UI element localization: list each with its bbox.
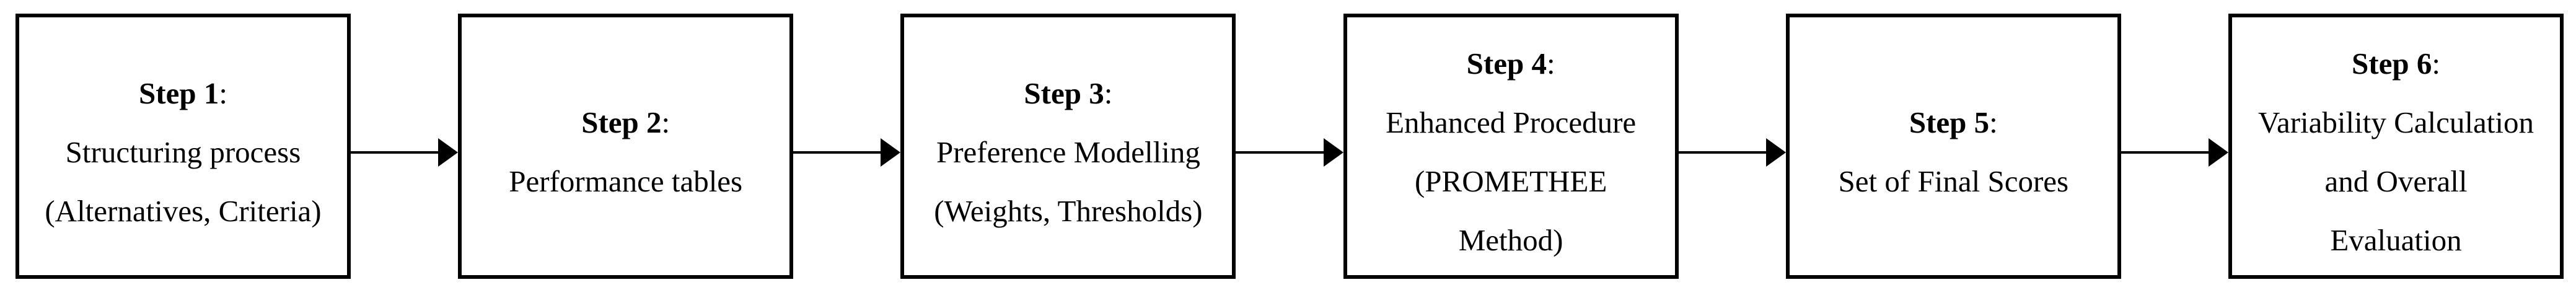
step-4-box: Step 4: Enhanced Procedure (PROMETHEE Me… [1343, 14, 1679, 279]
step-2-label: Step 2 [581, 105, 662, 139]
step-2-colon: : [661, 105, 670, 139]
step-4-text: Step 4: Enhanced Procedure (PROMETHEE Me… [1386, 34, 1636, 270]
step-5-box: Step 5: Set of Final Scores [1785, 14, 2121, 279]
step-1-line-2: (Alternatives, Criteria) [45, 193, 322, 228]
step-4-title: Step 4: [1386, 34, 1636, 93]
step-3-line-1: Preference Modelling [936, 134, 1200, 169]
step-5-title: Step 5: [1839, 93, 2069, 152]
step-1-title: Step 1: [45, 64, 321, 123]
step-3-box: Step 3: Preference Modelling (Weights, T… [900, 14, 1236, 279]
step-2-text: Step 2: Performance tables [509, 93, 742, 211]
arrow-head-icon [881, 138, 901, 167]
step-1-text: Step 1: Structuring process (Alternative… [45, 64, 321, 240]
step-6-line-2: and Overall [2324, 164, 2468, 198]
step-6-colon: : [2432, 46, 2440, 81]
arrow-step-4-to-5 [1678, 20, 1786, 285]
step-5-colon: : [1989, 105, 1998, 139]
step-4-line-3: Method) [1458, 223, 1563, 257]
arrow-head-icon [1323, 138, 1343, 167]
step-1-label: Step 1 [139, 76, 219, 110]
step-2-title: Step 2: [509, 93, 742, 152]
step-3-text: Step 3: Preference Modelling (Weights, T… [934, 64, 1202, 240]
step-3-label: Step 3 [1024, 76, 1104, 110]
step-6-title: Step 6: [2258, 34, 2534, 93]
step-3-colon: : [1104, 76, 1113, 110]
step-6-box: Step 6: Variability Calculation and Over… [2228, 14, 2564, 279]
step-4-line-2: (PROMETHEE [1414, 164, 1607, 198]
step-3-title: Step 3: [934, 64, 1202, 123]
step-6-label: Step 6 [2352, 46, 2432, 81]
arrow-step-3-to-4 [1236, 20, 1343, 285]
step-1-colon: : [219, 76, 227, 110]
arrow-step-1-to-2 [351, 20, 459, 285]
arrow-head-icon [438, 138, 459, 167]
arrow-shaft [351, 151, 439, 154]
arrow-shaft [1236, 151, 1324, 154]
step-3-line-2: (Weights, Thresholds) [934, 193, 1203, 228]
step-5-line-1: Set of Final Scores [1838, 164, 2069, 198]
step-6-line-1: Variability Calculation [2258, 105, 2534, 139]
arrow-shaft [1678, 151, 1767, 154]
step-6-text: Step 6: Variability Calculation and Over… [2258, 34, 2534, 270]
step-5-label: Step 5 [1909, 105, 1990, 139]
step-2-line-1: Performance tables [509, 164, 743, 198]
step-5-text: Step 5: Set of Final Scores [1839, 93, 2069, 211]
arrow-shaft [2121, 151, 2210, 154]
arrow-shaft [793, 151, 882, 154]
arrow-head-icon [1765, 138, 1786, 167]
step-4-line-1: Enhanced Procedure [1386, 105, 1637, 139]
step-4-colon: : [1546, 46, 1555, 81]
arrow-step-2-to-3 [793, 20, 901, 285]
step-1-line-1: Structuring process [65, 134, 301, 169]
arrow-head-icon [2209, 138, 2229, 167]
step-1-box: Step 1: Structuring process (Alternative… [15, 14, 351, 279]
step-4-label: Step 4 [1466, 46, 1547, 81]
step-2-box: Step 2: Performance tables [458, 14, 794, 279]
step-6-line-3: Evaluation [2330, 223, 2462, 257]
arrow-step-5-to-6 [2121, 20, 2229, 285]
